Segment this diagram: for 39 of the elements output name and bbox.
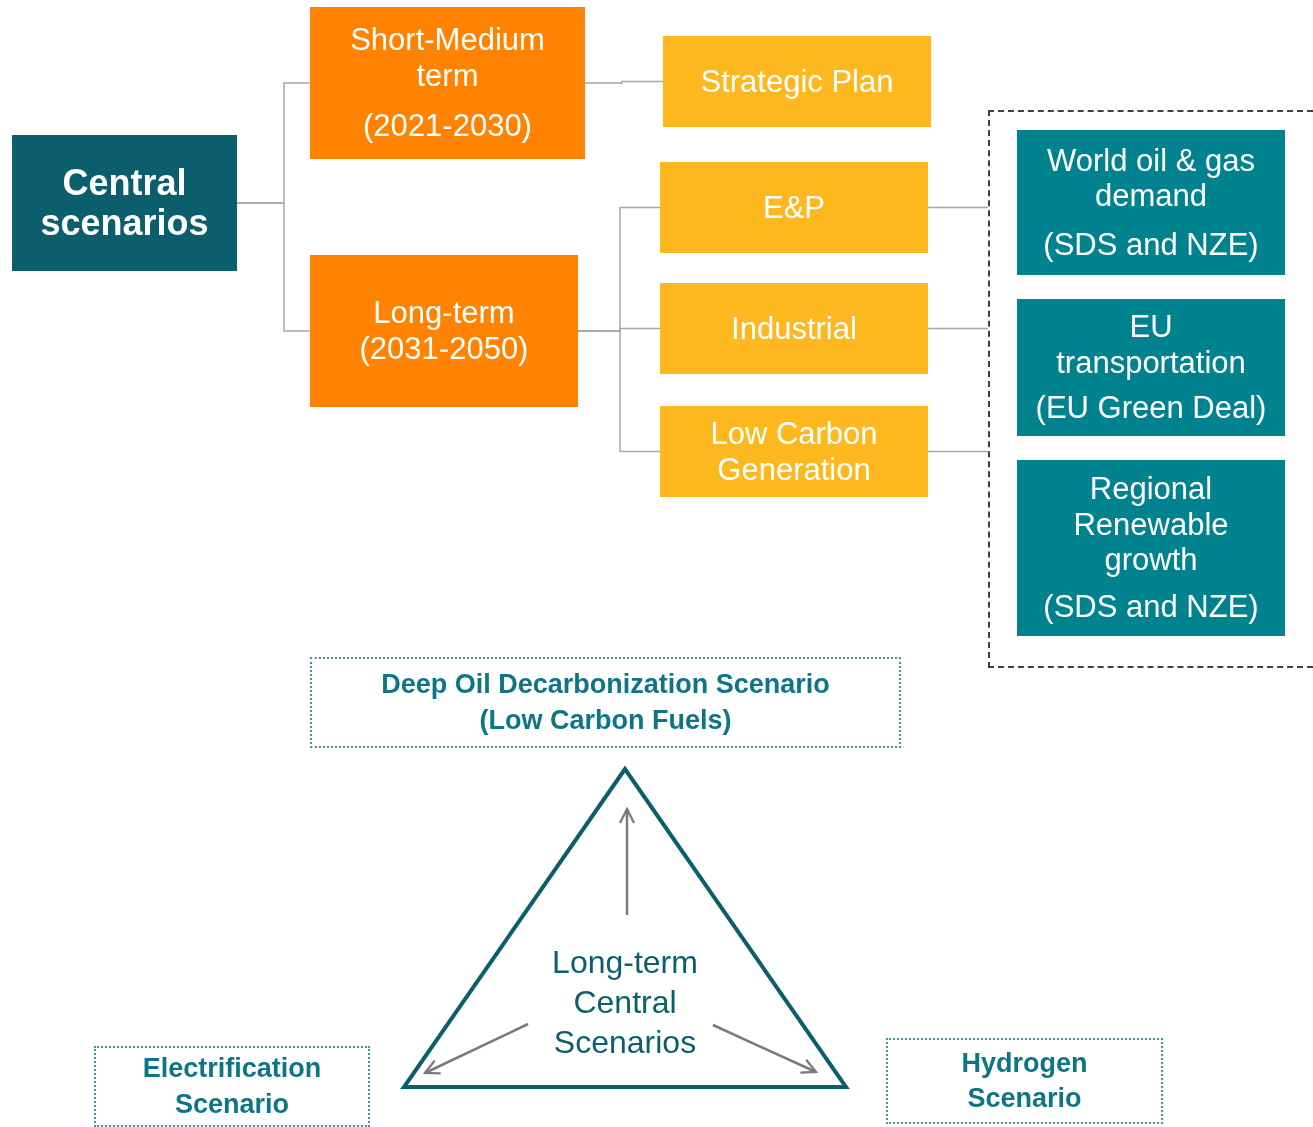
scenario-box bbox=[94, 1046, 370, 1127]
box-label: Long-term (2031-2050) bbox=[358, 295, 530, 367]
driver-box bbox=[1017, 299, 1285, 436]
connector-line bbox=[927, 450, 989, 453]
box-label: Regional Renewable growth bbox=[1072, 471, 1230, 579]
box-label: (2021-2030) bbox=[362, 108, 533, 144]
box-label: Central scenarios bbox=[39, 163, 210, 243]
triangle-label: Long-term Central Scenarios bbox=[551, 943, 699, 1062]
triangle bbox=[400, 765, 850, 1090]
category-box bbox=[663, 36, 931, 127]
box-label: (SDS and NZE) bbox=[1042, 589, 1260, 625]
box-label: Strategic Plan bbox=[699, 63, 895, 100]
category-box bbox=[660, 406, 928, 497]
driver-box bbox=[1017, 460, 1285, 636]
box-label: EU transportation bbox=[1055, 309, 1247, 381]
box-label: World oil & gas demand bbox=[1046, 142, 1256, 214]
box-label: E&P bbox=[762, 189, 826, 226]
box-label: Short-Medium term bbox=[349, 22, 546, 94]
scenario-box bbox=[886, 1038, 1163, 1124]
connector-line bbox=[577, 330, 661, 453]
connector-line bbox=[584, 80, 664, 84]
connector-line bbox=[236, 202, 311, 332]
category-box bbox=[660, 283, 928, 374]
box-label: Hydrogen Scenario bbox=[960, 1046, 1089, 1115]
dashed-group-box bbox=[988, 110, 1313, 668]
box-label: (SDS and NZE) bbox=[1042, 226, 1260, 263]
box-label: (EU Green Deal) bbox=[1034, 390, 1268, 426]
box-label: Industrial bbox=[730, 310, 858, 347]
term-box bbox=[310, 7, 585, 159]
scenario-box bbox=[310, 657, 901, 748]
box-label: Deep Oil Decarbonization Scenario (Low Carbon Fuels) bbox=[380, 668, 831, 737]
term-box bbox=[310, 255, 578, 407]
driver-box bbox=[1017, 130, 1285, 275]
connector-line bbox=[927, 206, 989, 209]
category-box bbox=[660, 162, 928, 253]
box-label: Low Carbon Generation bbox=[709, 415, 879, 488]
connector-line bbox=[927, 327, 989, 330]
box-label: Electrification Scenario bbox=[141, 1052, 323, 1121]
scenario-box bbox=[12, 135, 237, 271]
